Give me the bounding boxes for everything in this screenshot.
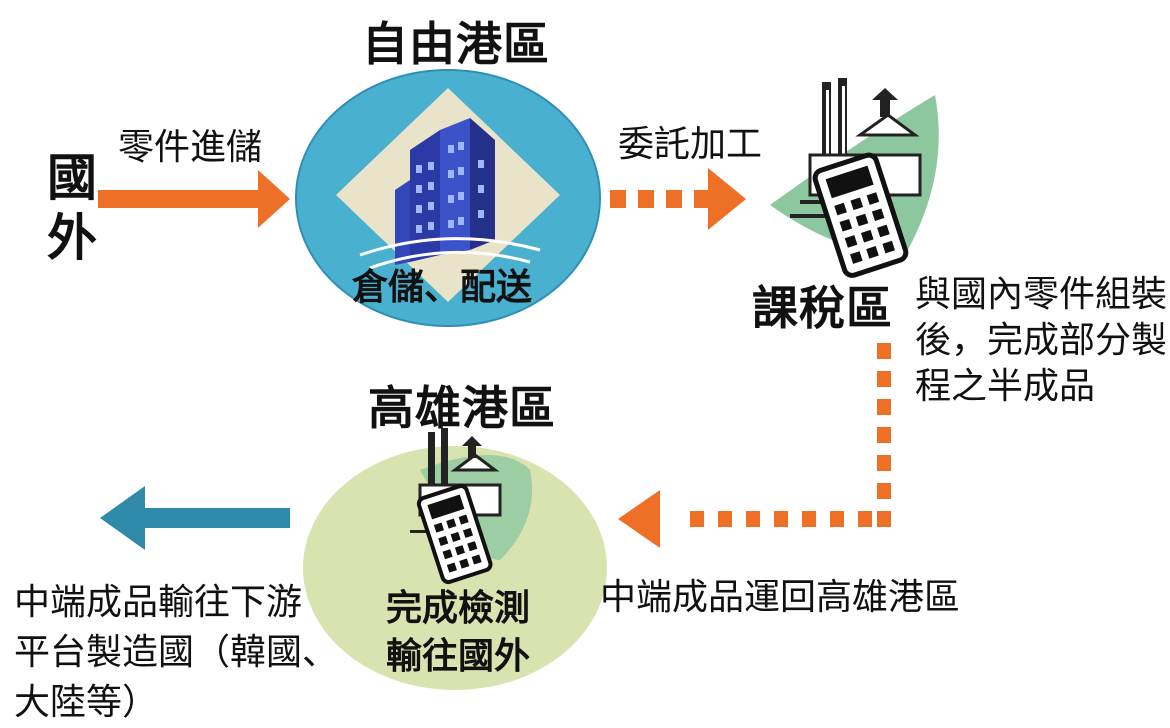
parts-storage-label: 零件進儲: [118, 127, 263, 168]
free-trade-zone-caption: 倉儲、配送: [352, 267, 533, 308]
export-label-line2: 平台製造國（韓國、: [14, 632, 339, 673]
kaohsiung-caption-line1: 完成檢測: [386, 588, 531, 629]
kaohsiung-port-caption: 完成檢測 輸往國外: [386, 585, 530, 681]
arrow-commissioned-processing: [610, 168, 746, 230]
arrow-parts-storage: [98, 170, 290, 228]
kaohsiung-port-title: 高雄港區: [368, 381, 556, 435]
bonded-zone-note-line3: 程之半成品: [915, 366, 1096, 407]
export-label-line3: 大陸等）: [14, 682, 159, 723]
bonded-zone-note-line2: 後，完成部分製: [915, 320, 1168, 361]
office-building-icon: [359, 118, 541, 270]
foreign-label: 國 外: [42, 148, 102, 268]
foreign-label-line2: 外: [47, 209, 97, 267]
arrow-export: [100, 486, 290, 550]
factory-calculator-icon: [410, 428, 502, 585]
free-trade-zone-title: 自由港區: [362, 17, 550, 71]
export-label: 中端成品輸往下游 平台製造國（韓國、 大陸等）: [14, 578, 338, 728]
kaohsiung-caption-line2: 輸往國外: [386, 636, 531, 677]
return-to-kaohsiung-label: 中端成品運回高雄港區: [600, 577, 961, 618]
arrow-return-to-kaohsiung: [618, 343, 891, 548]
commissioned-processing-label: 委託加工: [618, 124, 763, 165]
bonded-zone-title: 課稅區: [752, 281, 893, 335]
factory-calculator-icon: [770, 78, 939, 278]
foreign-label-line1: 國: [47, 149, 97, 207]
bonded-zone-note: 與國內零件組裝 後，完成部分製 程之半成品: [915, 272, 1167, 410]
bonded-zone-note-line1: 與國內零件組裝: [915, 274, 1168, 315]
export-label-line1: 中端成品輸往下游: [14, 582, 303, 623]
